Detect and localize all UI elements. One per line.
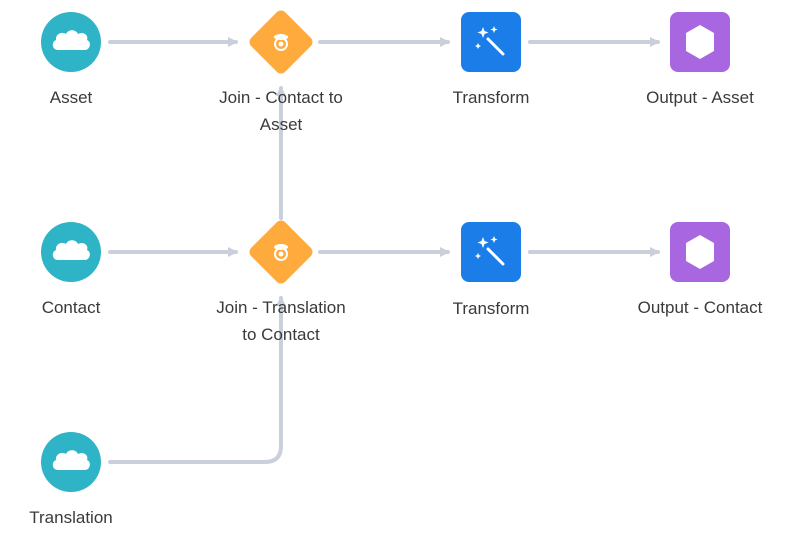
contact-source-label: Contact (41, 298, 101, 317)
join-icon (269, 240, 293, 264)
connector-translation-to-join (108, 296, 286, 464)
translation-source-label: Translation (29, 508, 113, 527)
hexagon-icon (670, 12, 730, 72)
contact-source-node[interactable] (41, 222, 101, 282)
translation-source-node[interactable] (41, 432, 101, 492)
join-contact-asset-label-line2: Asset (259, 115, 303, 134)
join-translation-contact-label: Join - Translation to Contact (191, 294, 371, 348)
magic-wand-icon (461, 12, 521, 72)
output-asset-node[interactable] (670, 12, 730, 72)
transform-2-label: Transform (452, 299, 530, 318)
hexagon-icon (670, 222, 730, 282)
output-asset-label: Output - Asset (646, 88, 754, 107)
join-contact-asset-node[interactable] (247, 8, 315, 76)
salesforce-cloud-icon (41, 222, 101, 282)
join-translation-contact-label-line2: to Contact (242, 325, 320, 344)
asset-source-node[interactable] (41, 12, 101, 72)
join-translation-contact-label-line1: Join - Translation (216, 298, 346, 317)
transform-1-label: Transform (452, 88, 530, 107)
join-contact-asset-label-line1: Join - Contact to (219, 88, 343, 107)
transform-node-2[interactable] (461, 222, 521, 282)
asset-source-label: Asset (49, 88, 93, 107)
output-contact-label: Output - Contact (637, 298, 763, 317)
salesforce-cloud-icon (41, 432, 101, 492)
join-translation-contact-node[interactable] (247, 218, 315, 286)
join-contact-asset-label: Join - Contact to Asset (191, 84, 371, 138)
magic-wand-icon (461, 222, 521, 282)
output-contact-node[interactable] (670, 222, 730, 282)
join-icon (269, 30, 293, 54)
transform-node-1[interactable] (461, 12, 521, 72)
salesforce-cloud-icon (41, 12, 101, 72)
